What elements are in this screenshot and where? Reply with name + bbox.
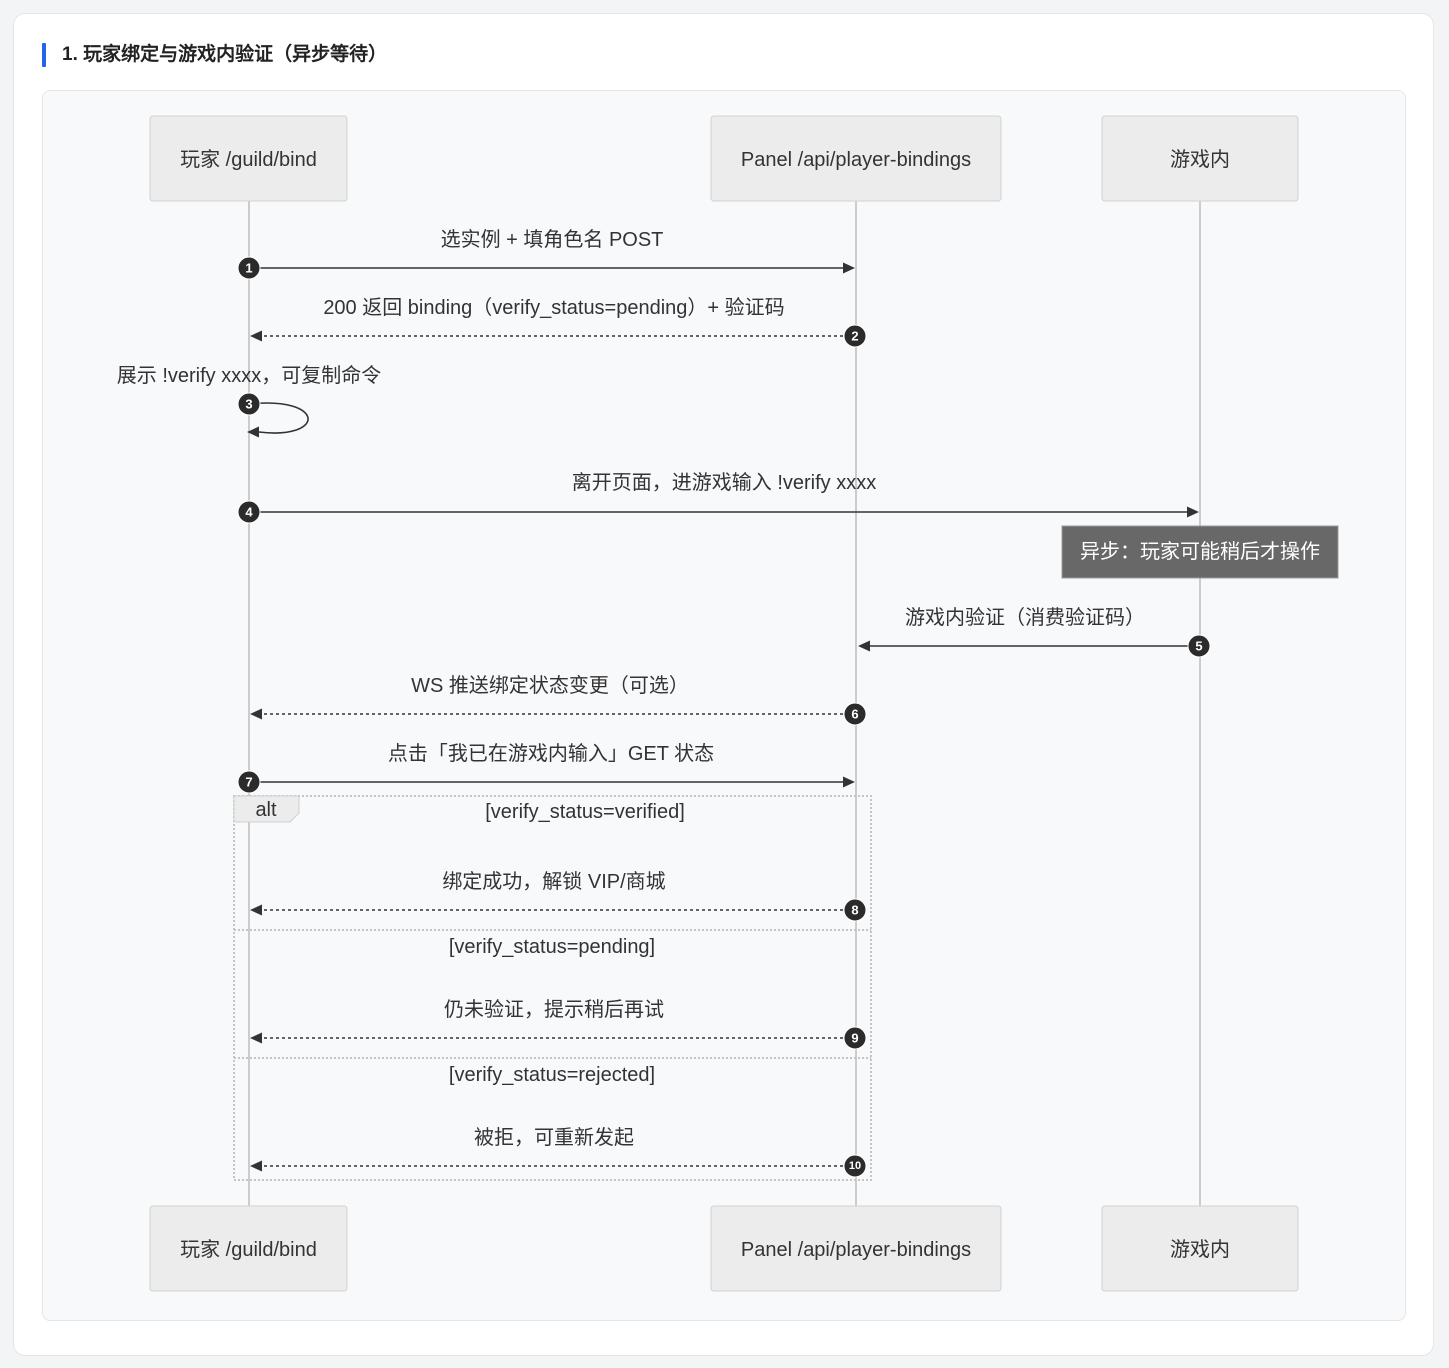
participant-label: 游戏内 (1170, 1238, 1230, 1261)
sequence-number-badge (843, 898, 867, 922)
sequence-number: 9 (851, 1031, 858, 1046)
arrowhead-right (843, 776, 855, 788)
participant-box (1101, 115, 1299, 202)
sequence-number: 5 (1195, 639, 1202, 654)
sequence-number: 3 (245, 397, 252, 412)
alt-label-tab (233, 795, 300, 823)
arrowhead-left (858, 640, 870, 652)
arrowhead-left (250, 1160, 262, 1172)
sequence-number-badge (237, 392, 261, 416)
participant-box (710, 1205, 1002, 1292)
sequence-number: 7 (245, 775, 252, 790)
participant-label: 玩家 /guild/bind (180, 148, 317, 171)
message-9: 仍未验证，提示稍后再试 9 (250, 998, 867, 1050)
participant-game-bottom: 游戏内 (1101, 1205, 1299, 1292)
message-8: 绑定成功，解锁 VIP/商城 8 (250, 870, 867, 922)
arrowhead-left (250, 1032, 262, 1044)
alt-label: alt (255, 799, 277, 821)
message-label: 选实例 + 填角色名 POST (441, 228, 664, 251)
sequence-number: 8 (851, 903, 858, 918)
sequence-number: 1 (245, 261, 252, 276)
participant-panel-top: Panel /api/player-bindings (710, 115, 1002, 202)
sequence-number-badge (843, 1154, 867, 1178)
message-label: 被拒，可重新发起 (474, 1126, 634, 1149)
message-label: 200 返回 binding（verify_status=pending）+ 验… (323, 296, 784, 319)
arrowhead-right (1187, 506, 1199, 518)
sequence-number: 6 (851, 707, 858, 722)
sequence-number-badge (1187, 634, 1211, 658)
message-10: 被拒，可重新发起 10 (250, 1126, 867, 1178)
message-label: 展示 !verify xxxx，可复制命令 (117, 364, 381, 387)
note-box (1061, 525, 1339, 579)
message-1: 选实例 + 填角色名 POST 1 (237, 228, 855, 280)
message-label: 点击「我已在游戏内输入」GET 状态 (388, 742, 714, 765)
section-accent-bar (42, 43, 46, 67)
sequence-number-badge (237, 256, 261, 280)
lifelines (248, 201, 1201, 1206)
message-6: WS 推送绑定状态变更（可选） 6 (250, 674, 867, 726)
sequence-number-badge (237, 770, 261, 794)
section-title: 1. 玩家绑定与游戏内验证（异步等待） (62, 44, 388, 65)
participant-player-top: 玩家 /guild/bind (149, 115, 348, 202)
arrowhead-left (247, 426, 259, 438)
sequence-number: 4 (245, 505, 253, 520)
sequence-number-badge (843, 1026, 867, 1050)
note-text: 异步：玩家可能稍后才操作 (1080, 540, 1320, 563)
message-3: 展示 !verify xxxx，可复制命令 3 (117, 364, 381, 438)
participant-box (710, 115, 1002, 202)
message-4: 离开页面，进游戏输入 !verify xxxx 4 (237, 471, 1199, 524)
participant-box (149, 115, 348, 202)
participant-panel-bottom: Panel /api/player-bindings (710, 1205, 1002, 1292)
alt-frame (233, 795, 872, 1181)
message-5: 游戏内验证（消费验证码） 5 (858, 606, 1211, 658)
message-2: 200 返回 binding（verify_status=pending）+ 验… (250, 296, 867, 348)
sequence-number-badge (843, 324, 867, 348)
participant-box (1101, 1205, 1299, 1292)
arrowhead-left (250, 904, 262, 916)
message-label: 离开页面，进游戏输入 !verify xxxx (572, 471, 876, 494)
arrowhead-left (250, 708, 262, 720)
message-label: WS 推送绑定状态变更（可选） (411, 674, 689, 697)
participant-player-bottom: 玩家 /guild/bind (149, 1205, 348, 1292)
self-loop-arrow (248, 402, 309, 434)
message-label: 仍未验证，提示稍后再试 (444, 998, 664, 1021)
participant-label: Panel /api/player-bindings (741, 149, 971, 171)
participant-label: Panel /api/player-bindings (741, 1239, 971, 1261)
sequence-number: 10 (849, 1160, 861, 1172)
participant-box (149, 1205, 348, 1292)
participant-label: 游戏内 (1170, 148, 1230, 171)
message-7: 点击「我已在游戏内输入」GET 状态 7 (237, 742, 855, 794)
participant-game-top: 游戏内 (1101, 115, 1299, 202)
sequence-number: 2 (851, 329, 858, 344)
alt-condition-verified: [verify_status=verified] (485, 801, 685, 823)
message-label: 游戏内验证（消费验证码） (905, 606, 1145, 629)
alt-fragment: alt [verify_status=verified] [verify_sta… (233, 795, 872, 1181)
sequence-number-badge (237, 500, 261, 524)
message-label: 绑定成功，解锁 VIP/商城 (442, 870, 665, 893)
arrowhead-left (250, 330, 262, 342)
participant-label: 玩家 /guild/bind (180, 1238, 317, 1261)
alt-condition-pending: [verify_status=pending] (449, 936, 655, 958)
alt-condition-rejected: [verify_status=rejected] (449, 1064, 655, 1086)
note-async: 异步：玩家可能稍后才操作 (1061, 525, 1339, 579)
diagram-panel (42, 90, 1406, 1321)
sequence-number-badge (843, 702, 867, 726)
arrowhead-right (843, 262, 855, 274)
